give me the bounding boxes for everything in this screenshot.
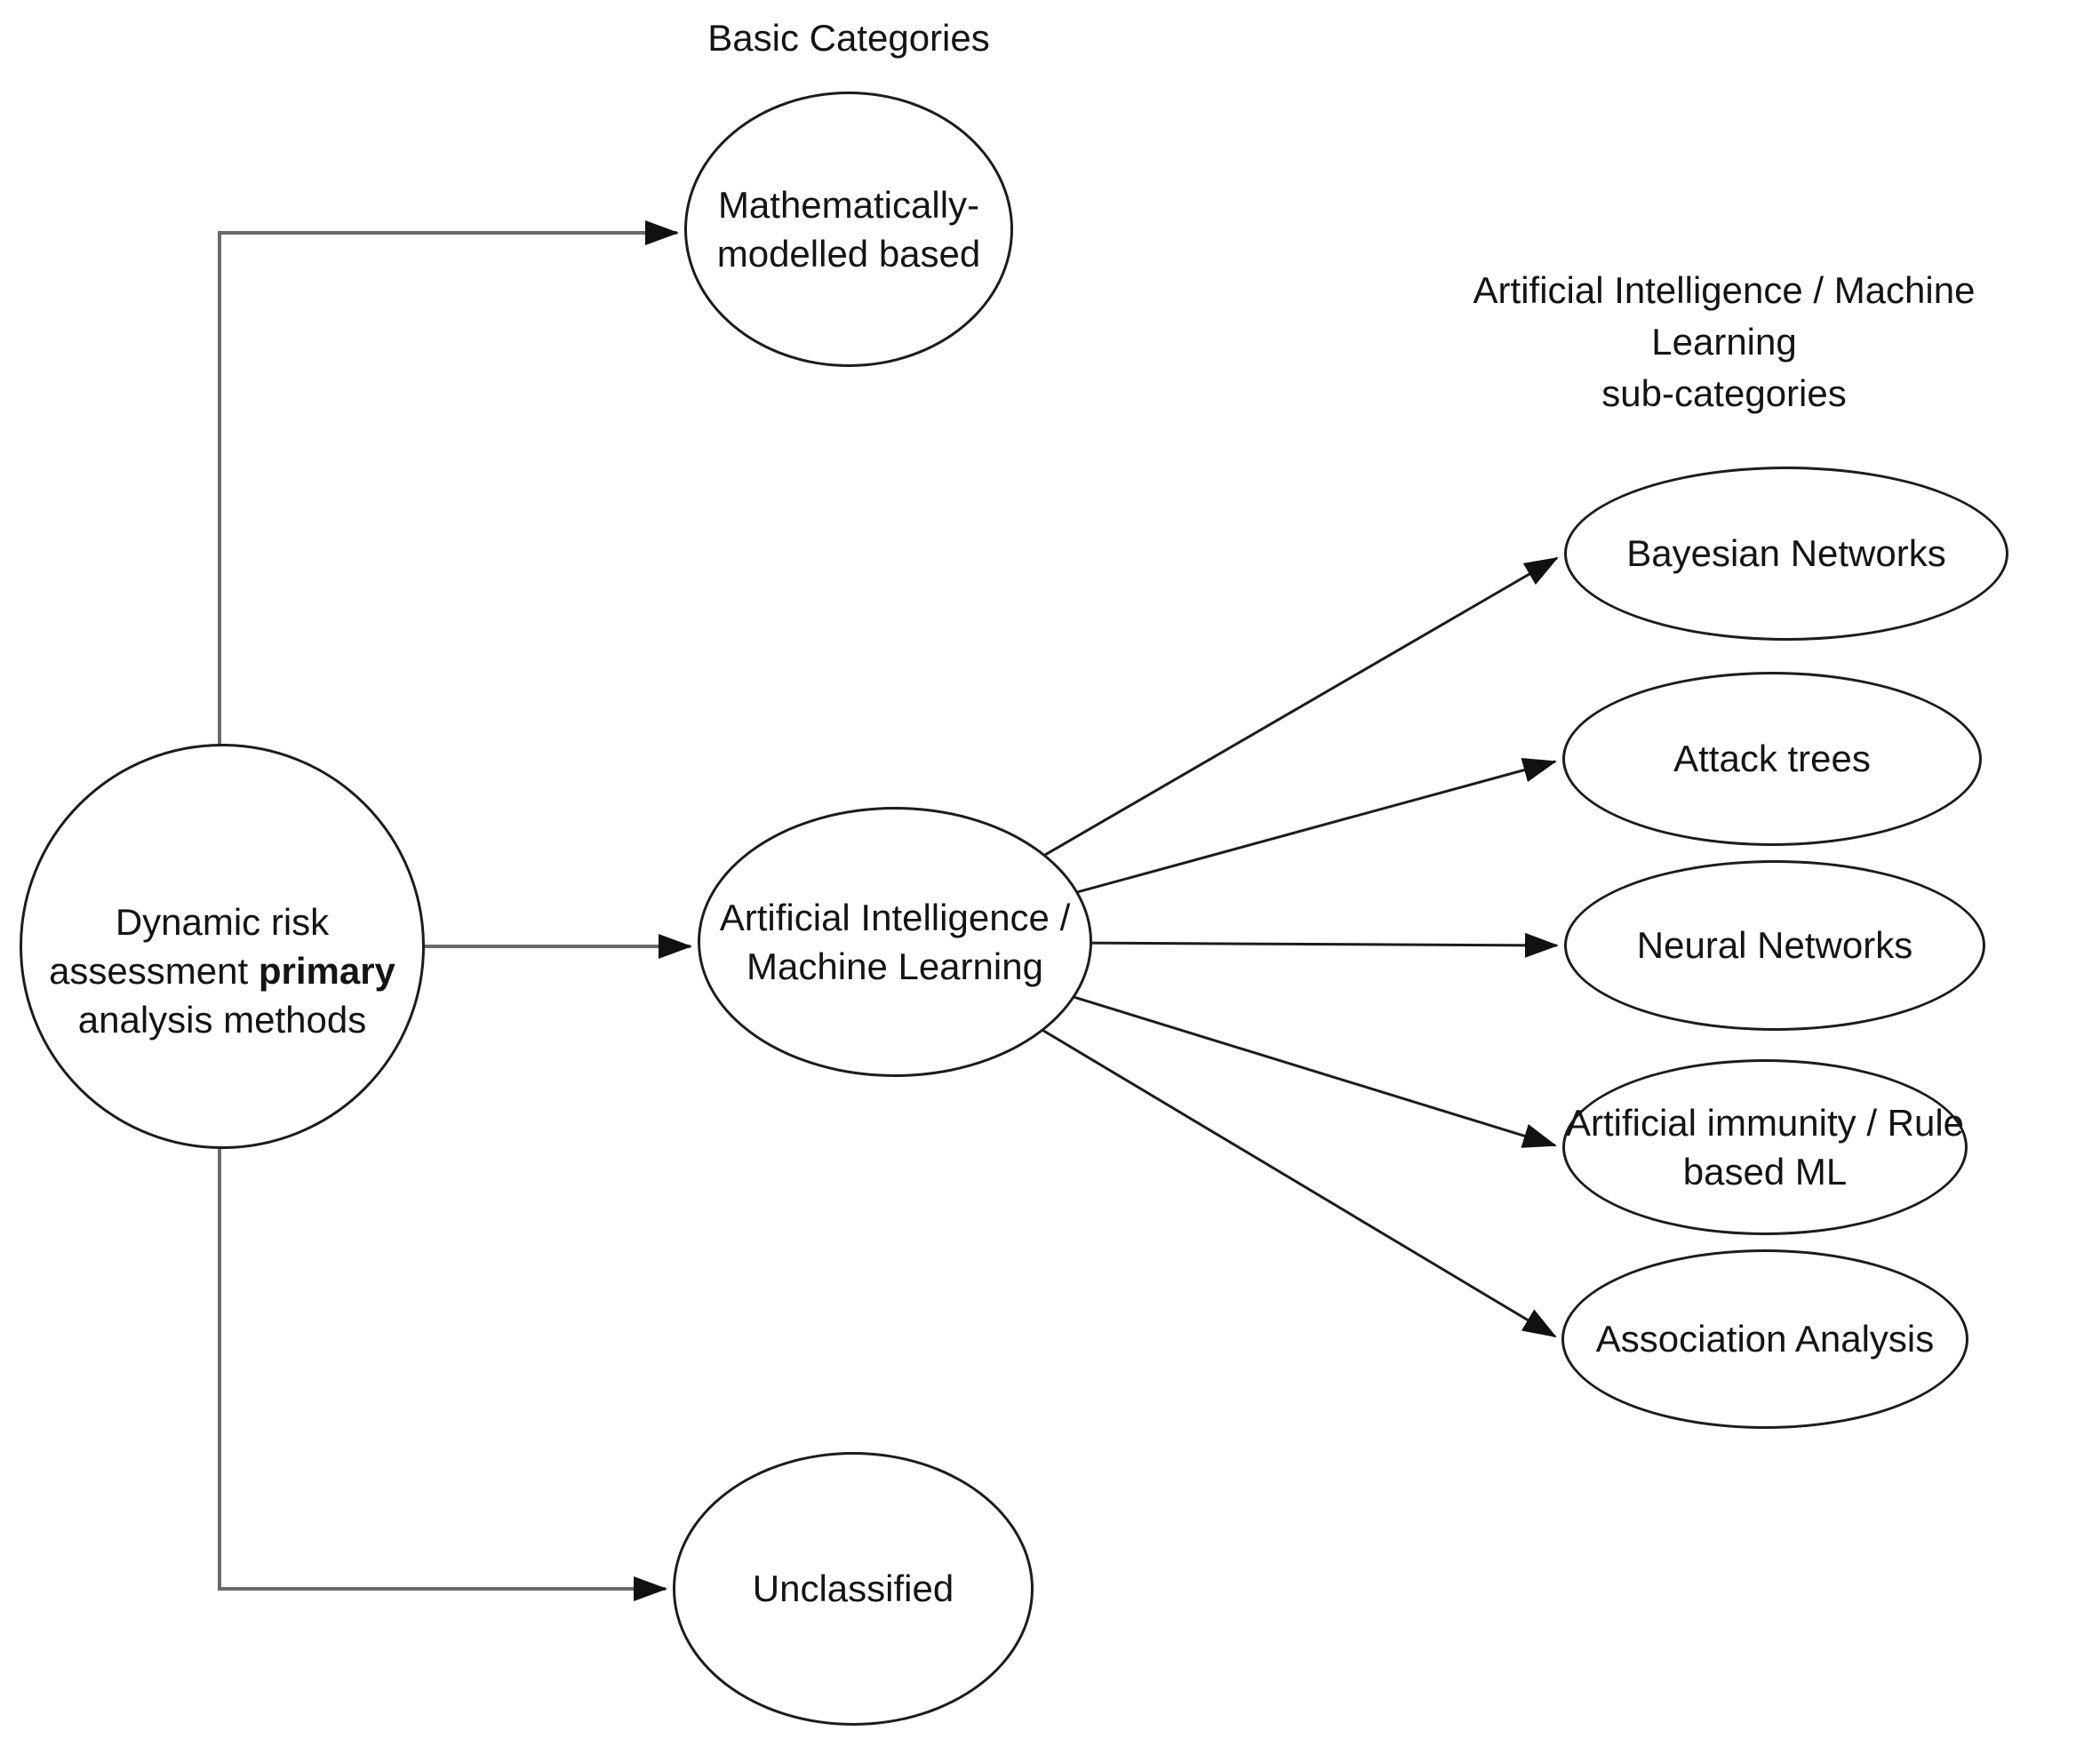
header-basic-categories: Basic Categories [707,17,990,59]
node-neural-networks: Neural Networks [1564,860,1985,1031]
node-attack-trees: Attack trees [1562,672,1982,846]
node-dynamic-risk-root: Dynamic risk assessment primary analysis… [20,744,425,1149]
header-ai-ml-subcategories: Artificial Intelligence / Machine Learni… [1473,269,1976,414]
node-dynamic-risk-root-label: Dynamic risk assessment primary analysis… [27,848,418,1045]
node-ai-ml: Artificial Intelligence / Machine Learni… [698,807,1092,1077]
node-artificial-immunity-label: Artificial immunity / Rule based ML [1565,1101,1965,1193]
node-ai-ml-label: Artificial Intelligence / Machine Learni… [719,896,1071,987]
node-association-analysis: Association Analysis [1561,1249,1968,1429]
root-label-part-before: Dynamic risk assessment [49,900,330,992]
node-mathematically-modelled-label: Mathematically- modelled based [716,183,981,275]
node-unclassified-label: Unclassified [752,1568,954,1610]
node-artificial-immunity: Artificial immunity / Rule based ML [1562,1059,1968,1235]
node-mathematically-modelled: Mathematically- modelled based [684,92,1013,367]
arrow-root-to-mathematically-modelled [218,220,679,946]
node-bayesian-networks: Bayesian Networks [1564,467,2008,641]
node-neural-networks-label: Neural Networks [1636,924,1913,967]
root-label-part-bold: primary [258,950,395,992]
arrow-root-to-unclassified [218,946,667,1601]
root-label-part-after: analysis methods [77,999,367,1041]
node-bayesian-networks-label: Bayesian Networks [1626,532,1946,575]
node-unclassified: Unclassified [673,1452,1034,1726]
node-attack-trees-label: Attack trees [1673,738,1871,780]
node-association-analysis-label: Association Analysis [1595,1318,1935,1360]
